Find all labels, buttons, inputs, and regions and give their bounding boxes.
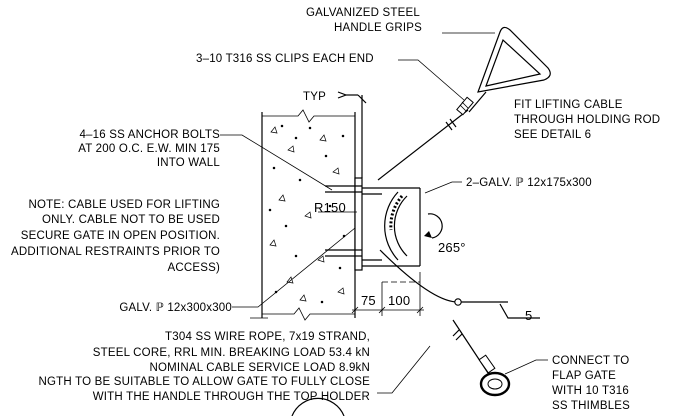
label-radius: R150	[314, 200, 346, 215]
connect-3: WITH 10 T316	[552, 385, 629, 397]
dimensions	[351, 272, 424, 316]
label-anchor-bolts-1: 4–16 SS ANCHOR BOLTS	[79, 129, 220, 141]
label-handle-grips-2: HANDLE GRIPS	[334, 22, 422, 34]
typ-marker	[337, 91, 367, 178]
note-line-1: NOTE: CABLE USED FOR LIFTING	[28, 199, 220, 211]
wire-rope-5: WITH THE HANDLE THROUGH THE TOP HOLDER	[93, 391, 370, 403]
label-fit-cable-1: FIT LIFTING CABLE	[514, 99, 623, 111]
note-line-2: ONLY. CABLE NOT TO BE USED	[42, 214, 220, 226]
holder-bracket	[362, 187, 443, 267]
lower-cable	[379, 249, 511, 397]
connect-2: FLAP GATE	[552, 370, 616, 382]
connect-1: CONNECT TO	[552, 355, 629, 367]
wire-rope-2: STEEL CORE, RRL MIN. BREAKING LOAD 53.4 …	[93, 347, 370, 359]
concrete-wall	[261, 109, 356, 321]
connect-4: SS THIMBLES	[552, 400, 630, 412]
note-line-5: ACCESS)	[167, 262, 220, 274]
label-fit-cable-3: SEE DETAIL 6	[514, 129, 591, 141]
label-clips: 3–10 T316 SS CLIPS EACH END	[196, 53, 374, 65]
upper-cable	[377, 91, 487, 181]
label-fit-cable-2: THROUGH HOLDING ROD	[514, 114, 660, 126]
section-marker	[461, 301, 540, 319]
label-typ: TYP	[303, 91, 326, 103]
label-anchor-bolts-2: AT 200 O.C. E.W. MIN 175	[78, 143, 220, 155]
label-angle: 265°	[438, 240, 466, 255]
wall-plate	[325, 177, 363, 271]
note-line-4: ADDITIONAL RESTRAINTS PRIOR TO	[11, 246, 220, 258]
dim-100: 100	[388, 293, 410, 308]
concrete-hatch	[268, 124, 346, 304]
section-number: 5	[525, 308, 532, 323]
handle-grip	[477, 26, 551, 93]
wire-rope-3: NOMINAL CABLE SERVICE LOAD 8.9kN	[150, 362, 371, 374]
wire-rope-4: NGTH TO BE SUITABLE TO ALLOW GATE TO FUL…	[39, 376, 371, 388]
label-plates-galv: 2–GALV. ℙ 12x175x300	[466, 177, 592, 189]
note-line-3: SECURE GATE IN OPEN POSITION.	[21, 230, 220, 242]
dim-75: 75	[361, 293, 376, 308]
wire-rope-1: T304 SS WIRE ROPE, 7x19 STRAND,	[165, 331, 370, 343]
label-base-plate: GALV. ℙ 12x300x300	[119, 302, 232, 314]
label-anchor-bolts-3: INTO WALL	[157, 157, 221, 169]
leader-lines	[220, 32, 548, 394]
label-handle-grips-1: GALVANIZED STEEL	[306, 7, 420, 19]
detail-bubble	[291, 397, 345, 416]
